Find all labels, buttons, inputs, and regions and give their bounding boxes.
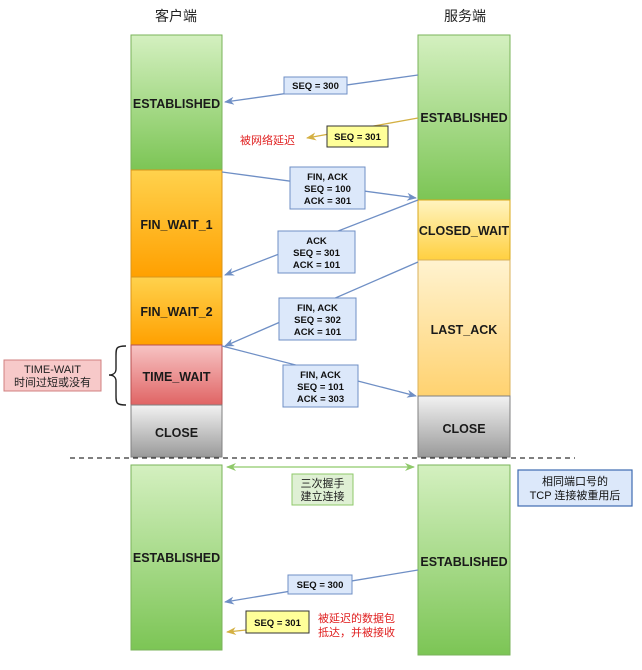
server-state-close-label: CLOSE	[442, 422, 485, 436]
note-handshake: 三次握手 建立连接	[291, 473, 354, 506]
arrow-seq301-arrived	[226, 627, 247, 636]
msg-fin2-line2: SEQ = 302	[294, 315, 341, 326]
msg-seq300-top: SEQ = 300	[283, 76, 348, 95]
client-state-established-2: ESTABLISHED	[130, 464, 223, 651]
msg-seq300-top-text: SEQ = 300	[292, 81, 339, 92]
client-state-time-wait: TIME_WAIT	[130, 344, 223, 406]
server-state-established-2: ESTABLISHED	[417, 464, 511, 656]
msg-seq301-delayed: SEQ = 301	[326, 125, 389, 148]
client-state-fin-wait-2: FIN_WAIT_2	[130, 276, 223, 346]
msg-fin2-line1: FIN, ACK	[297, 303, 338, 314]
msg-seq300-bottom: SEQ = 300	[287, 574, 353, 595]
note-reuse-line2: TCP 连接被重用后	[530, 488, 621, 502]
server-state-established-2-label: ESTABLISHED	[420, 555, 507, 569]
note-reuse-line1: 相同端口号的	[542, 474, 608, 488]
client-state-established-2-label: ESTABLISHED	[133, 551, 220, 565]
client-state-established-1-label: ESTABLISHED	[133, 97, 220, 111]
client-state-fin-wait-1-label: FIN_WAIT_1	[140, 218, 212, 232]
note-arrived-line2: 抵达，并被接收	[318, 625, 395, 639]
server-state-closed-wait: CLOSED_WAIT	[417, 199, 511, 261]
client-state-close-label: CLOSE	[155, 426, 198, 440]
client-state-established-1: ESTABLISHED	[130, 34, 223, 171]
msg-fin3-line2: SEQ = 101	[297, 382, 344, 393]
msg-fin1-line2: SEQ = 100	[304, 184, 351, 195]
client-state-close: CLOSE	[130, 404, 223, 458]
client-column-title: 客户端	[155, 8, 197, 24]
msg-fin3-line3: ACK = 303	[297, 394, 344, 405]
note-handshake-line2: 建立连接	[301, 489, 345, 503]
note-delay: 被网络延迟	[240, 133, 295, 147]
server-state-close: CLOSE	[417, 395, 511, 458]
server-state-established-1: ESTABLISHED	[417, 34, 511, 201]
msg-ack1-line1: ACK	[306, 236, 327, 247]
client-state-fin-wait-2-label: FIN_WAIT_2	[140, 305, 212, 319]
server-state-closed-wait-label: CLOSED_WAIT	[419, 224, 510, 238]
msg-fin3-line1: FIN, ACK	[300, 370, 341, 381]
msg-seq301-arrived: SEQ = 301	[245, 610, 310, 634]
msg-fin1: FIN, ACK SEQ = 100 ACK = 301	[289, 166, 366, 210]
note-handshake-line1: 三次握手	[301, 476, 345, 490]
server-column-title: 服务端	[444, 8, 486, 24]
msg-fin3: FIN, ACK SEQ = 101 ACK = 303	[282, 364, 359, 408]
msg-fin2-line3: ACK = 101	[294, 327, 342, 338]
time-wait-brace	[108, 345, 127, 406]
msg-ack1-line2: SEQ = 301	[293, 248, 340, 259]
msg-fin2: FIN, ACK SEQ = 302 ACK = 101	[278, 297, 357, 341]
note-time-wait-line1: TIME-WAIT	[24, 364, 81, 376]
server-state-last-ack: LAST_ACK	[417, 259, 511, 397]
msg-ack1-line3: ACK = 101	[293, 260, 341, 271]
client-state-time-wait-label: TIME_WAIT	[142, 370, 210, 384]
note-time-wait-line2: 时间过短或没有	[14, 375, 91, 389]
client-state-fin-wait-1: FIN_WAIT_1	[130, 169, 223, 278]
note-time-wait: TIME-WAIT 时间过短或没有	[3, 359, 102, 392]
msg-seq300-bottom-text: SEQ = 300	[297, 580, 344, 591]
msg-ack1: ACK SEQ = 301 ACK = 101	[277, 230, 356, 274]
note-arrived-line1: 被延迟的数据包	[318, 611, 395, 625]
msg-fin1-line3: ACK = 301	[304, 196, 352, 207]
note-connection-reused: 相同端口号的 TCP 连接被重用后	[517, 469, 633, 507]
msg-seq301-arrived-text: SEQ = 301	[254, 618, 301, 629]
msg-fin1-line1: FIN, ACK	[307, 172, 348, 183]
server-state-last-ack-label: LAST_ACK	[431, 323, 498, 337]
server-state-established-1-label: ESTABLISHED	[420, 111, 507, 125]
msg-seq301-delayed-text: SEQ = 301	[334, 132, 381, 143]
